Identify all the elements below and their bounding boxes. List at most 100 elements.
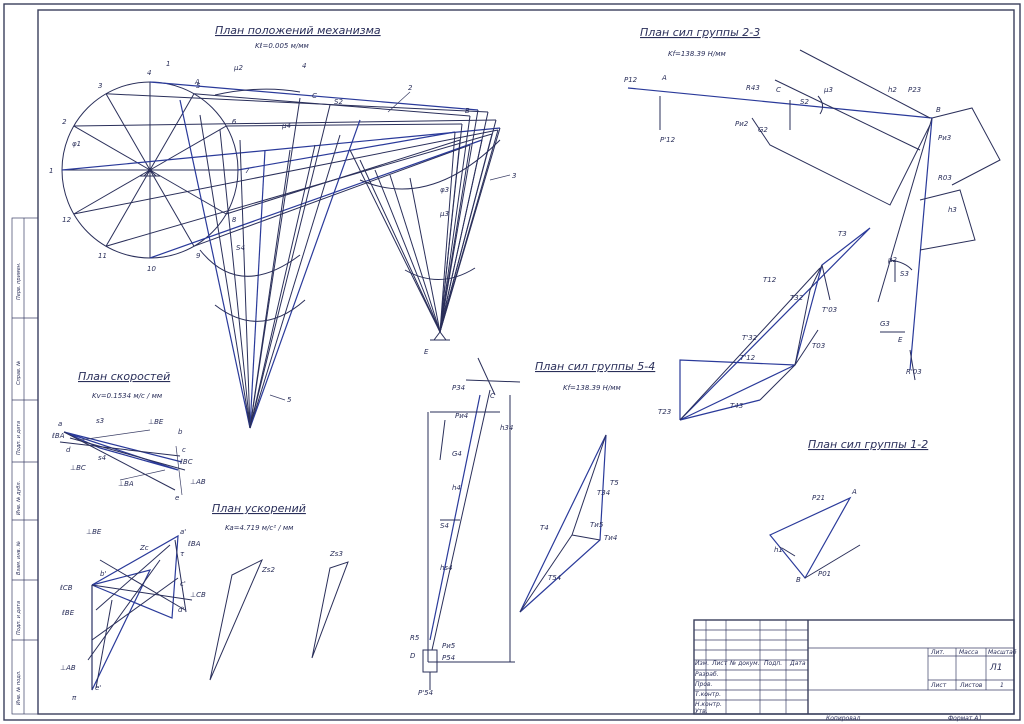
velocity-label-0: a bbox=[58, 420, 62, 428]
link-label-4: 4 bbox=[302, 62, 306, 70]
point-b-label: B bbox=[465, 107, 470, 115]
group-54-label-5: hs4 bbox=[440, 564, 453, 572]
group-23-label-9: P23 bbox=[908, 86, 921, 94]
crank-position-11: 11 bbox=[98, 252, 107, 260]
crank-spoke-3 bbox=[105, 93, 151, 171]
side-stamp: Перв. примен. Справ. № Подп. и дата Инв.… bbox=[11, 217, 39, 715]
crank-spoke-12 bbox=[73, 169, 151, 215]
velocity-label-3: d bbox=[66, 446, 71, 454]
slider-line-4 bbox=[239, 139, 251, 429]
group-23-label-13: E bbox=[898, 336, 903, 344]
rocker-line-8 bbox=[439, 139, 461, 333]
crank-spoke-6 bbox=[149, 125, 227, 171]
group-12-label-3: P01 bbox=[818, 570, 831, 578]
group-23-label-2: P'12 bbox=[660, 136, 676, 144]
group-23-title: План сил группы 2-3 bbox=[640, 26, 760, 39]
group-54-scale: Kf=138.39 Н/мм bbox=[563, 384, 622, 392]
crank-position-10: 10 bbox=[147, 265, 156, 273]
link-label-3: 3 bbox=[512, 172, 516, 180]
velocity-label-4: e bbox=[175, 494, 179, 502]
slider-line-3 bbox=[219, 129, 251, 429]
group-23-label-6: G2 bbox=[758, 126, 768, 134]
arc-e bbox=[404, 267, 476, 280]
velocity-label-8: ⊥BC bbox=[70, 464, 86, 472]
point-s4-label: S4 bbox=[236, 244, 245, 252]
acceleration-label-13: Zs3 bbox=[329, 550, 343, 558]
slider-line-8 bbox=[249, 134, 341, 429]
group-54-label-10: Pи5 bbox=[442, 642, 456, 650]
side-stamp-1: Справ. № bbox=[16, 361, 22, 385]
angle-phi3-label: φ3 bbox=[440, 186, 449, 194]
angle-mu2-label: μ2 bbox=[233, 64, 243, 72]
rocker-extra-2 bbox=[374, 169, 441, 333]
mechanism-plan-title: План положений механизма bbox=[215, 24, 381, 37]
group-54-poly-label-4: Tи4 bbox=[604, 534, 617, 542]
inner-frame bbox=[37, 9, 1015, 715]
acceleration-label-12: Zs2 bbox=[261, 566, 275, 574]
velocity-label-6: s4 bbox=[98, 454, 106, 462]
group-23-label-14: G3 bbox=[880, 320, 890, 328]
group-54-label-1: C bbox=[490, 392, 495, 400]
group-54-poly-label-1: Tи5 bbox=[590, 521, 604, 529]
velocity-label-2: c bbox=[182, 446, 186, 454]
rod-ab-4 bbox=[149, 81, 479, 111]
group-23-poly-label-5: T23 bbox=[658, 408, 671, 416]
group-23-label-16: h3 bbox=[948, 206, 957, 214]
crank-position-3: 3 bbox=[98, 82, 102, 90]
group-54-label-2: S4 bbox=[440, 522, 449, 530]
acceleration-label-14: Zc bbox=[139, 544, 149, 552]
acceleration-plan-title: План ускорений bbox=[212, 502, 306, 515]
group-54-poly-label-2: T4 bbox=[540, 524, 549, 532]
crank-position-6: 6 bbox=[232, 118, 237, 126]
arc-s4 bbox=[199, 249, 301, 277]
crank-spoke-5 bbox=[149, 93, 195, 171]
tb-header-sign: Подп. bbox=[764, 660, 782, 667]
slider-fan-cd bbox=[179, 97, 361, 429]
velocity-plan-scale: Kv=0.1534 м/с / мм bbox=[92, 392, 163, 400]
point-a-label: A bbox=[194, 78, 200, 86]
slider-line-9 bbox=[249, 119, 361, 429]
crank-support bbox=[140, 169, 160, 177]
group-54-title: План сил группы 5-4 bbox=[535, 360, 655, 373]
rocker-line-11 bbox=[439, 133, 493, 333]
acceleration-label-2: ⊥AB bbox=[60, 664, 76, 672]
velocity-label-10: ⊥AB bbox=[190, 478, 206, 486]
rod-ab-3 bbox=[105, 93, 489, 113]
acceleration-label-15: τ bbox=[180, 550, 185, 558]
rod-ab-2 bbox=[73, 119, 497, 127]
acceleration-label-11: π bbox=[72, 694, 77, 702]
group-54-label-11: Pи4 bbox=[455, 412, 468, 420]
group-23-poly-label-7: T03 bbox=[812, 342, 825, 350]
side-stamp-4: Взам. инв. № bbox=[16, 541, 22, 575]
tb-header-izm: Изм. bbox=[695, 660, 709, 667]
side-stamp-6: Инв. № подл. bbox=[16, 671, 22, 706]
group-23-poly-label-3: T32 bbox=[790, 294, 804, 302]
group-12-label-1: P21 bbox=[812, 494, 825, 502]
rocker-extra-3 bbox=[389, 174, 441, 333]
rod-ab-9 bbox=[193, 144, 471, 247]
group-23-label-10: R03 bbox=[938, 174, 952, 182]
tb-row-tkontr: Т.контр. bbox=[695, 691, 721, 698]
velocity-label-11: ℓBA bbox=[51, 432, 65, 440]
point-e-label: E bbox=[424, 348, 429, 356]
arc-s3 bbox=[359, 139, 501, 190]
group-54-plan: План сил группы 5-4 Kf=138.39 Н/мм P34CS… bbox=[410, 357, 655, 697]
group-12-label-2: B bbox=[796, 576, 801, 584]
velocity-label-7: ⊥BE bbox=[148, 418, 164, 426]
mechanism-plan: План положений механизма Kℓ=0.005 м/мм 1… bbox=[49, 24, 516, 429]
crank-spoke-11 bbox=[105, 169, 151, 247]
point-s2-label: S2 bbox=[334, 98, 343, 106]
tb-format: Формат A1 bbox=[948, 715, 982, 722]
outer-frame bbox=[3, 3, 1021, 721]
angle-phi1-label: φ1 bbox=[72, 140, 81, 148]
group-54-label-6: R5 bbox=[410, 634, 420, 642]
crank-spokes bbox=[62, 82, 238, 258]
tb-header-doc: № докум. bbox=[729, 660, 760, 667]
rod-ab-6 bbox=[226, 123, 463, 127]
slider-line-10 bbox=[249, 104, 331, 429]
group-23-label-12: S3 bbox=[900, 270, 909, 278]
tb-sheets-total: 1 bbox=[1000, 682, 1004, 689]
rod-ab-11 bbox=[105, 133, 493, 247]
group-23-poly-label-6: T43 bbox=[730, 402, 743, 410]
